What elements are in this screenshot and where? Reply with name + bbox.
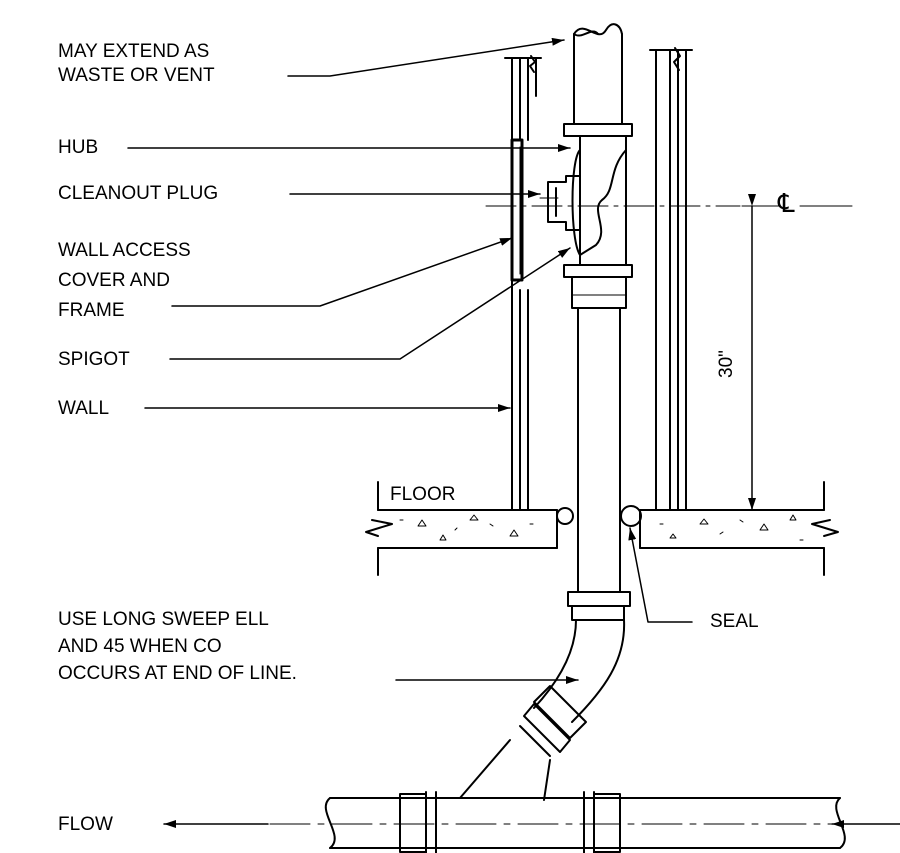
vertical-pipe-lower	[577, 307, 621, 593]
seal-rings	[556, 505, 642, 527]
right-wall	[649, 47, 693, 511]
floor-slab	[365, 481, 839, 576]
label-long-sweep: USE LONG SWEEP ELL AND 45 WHEN CO OCCURS…	[58, 609, 297, 684]
label-wall: WALL	[58, 398, 110, 419]
label-flow: FLOW	[58, 814, 113, 835]
label-hub: HUB	[58, 137, 99, 158]
left-wall	[504, 55, 542, 511]
hub-fitting	[539, 123, 633, 309]
label-floor: FLOOR	[390, 484, 456, 505]
label-seal: SEAL	[710, 611, 759, 632]
dimension-30in	[741, 194, 763, 511]
horizontal-pipe	[324, 791, 846, 853]
dimension-label: 30"	[716, 350, 737, 378]
centerlines	[269, 205, 853, 825]
leader-lines	[127, 37, 900, 828]
label-may-extend: MAY EXTEND AS WASTE OR VENT	[58, 41, 215, 86]
label-access-cover: WALL ACCESS COVER AND FRAME	[58, 240, 191, 321]
sweep-ell	[459, 591, 631, 801]
label-cleanout-plug: CLEANOUT PLUG	[58, 183, 219, 204]
label-spigot: SPIGOT	[58, 349, 130, 370]
centerline-symbol: ℄	[778, 188, 795, 218]
vertical-pipe-upper	[573, 23, 623, 125]
